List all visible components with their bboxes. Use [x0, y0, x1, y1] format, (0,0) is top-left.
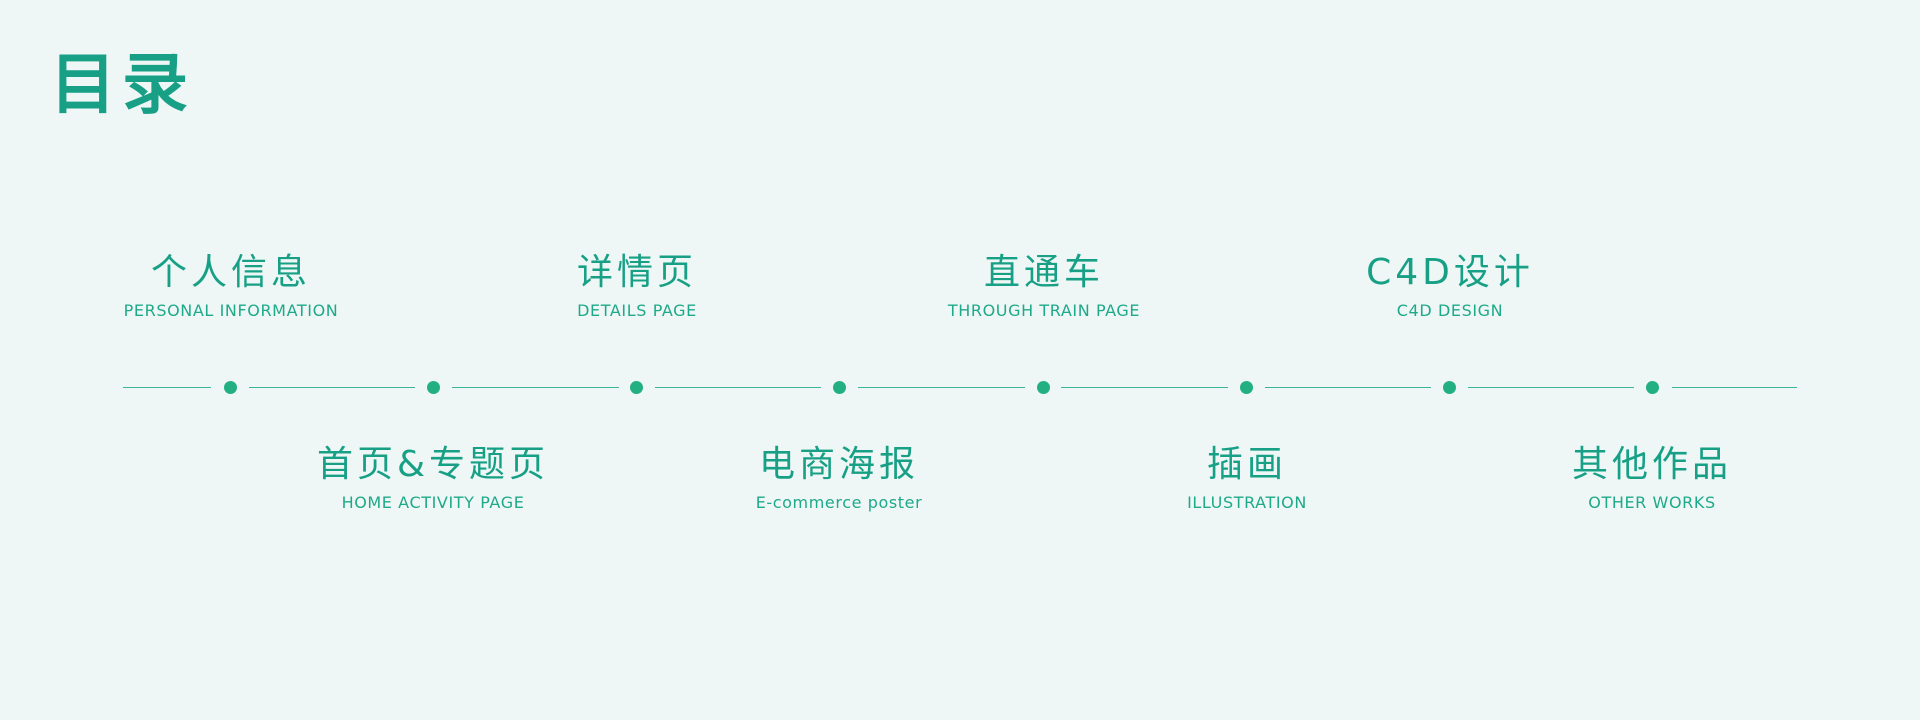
toc-item-subtitle: HOME ACTIVITY PAGE: [341, 493, 525, 513]
toc-item-subtitle: OTHER WORKS: [1588, 493, 1716, 513]
toc-item-subtitle: THROUGH TRAIN PAGE: [947, 301, 1141, 321]
toc-item-illustration[interactable]: 插画 ILLUSTRATION: [1087, 444, 1407, 512]
toc-item-personal-information[interactable]: 个人信息 PERSONAL INFORMATION: [71, 252, 391, 320]
toc-item-title: 其他作品: [1571, 444, 1732, 485]
timeline-segment: [1061, 387, 1228, 388]
toc-item-title: 个人信息: [150, 252, 311, 293]
toc-item-subtitle: PERSONAL INFORMATION: [123, 301, 339, 321]
toc-item-subtitle: C4D DESIGN: [1396, 301, 1504, 321]
toc-item-title: C4D设计: [1366, 252, 1534, 293]
timeline-dot: [1646, 381, 1659, 394]
timeline-dot: [427, 381, 440, 394]
timeline-dot: [833, 381, 846, 394]
timeline-dot: [630, 381, 643, 394]
timeline-segment: [1468, 387, 1634, 388]
toc-item-ecommerce-poster[interactable]: 电商海报 E-commerce poster: [679, 444, 999, 512]
page-title: 目录: [50, 46, 194, 123]
timeline-segment: [452, 387, 619, 388]
toc-item-title: 电商海报: [758, 444, 919, 485]
timeline-dot: [1037, 381, 1050, 394]
toc-item-through-train[interactable]: 直通车 THROUGH TRAIN PAGE: [884, 252, 1204, 320]
toc-item-c4d-design[interactable]: C4D设计 C4D DESIGN: [1290, 252, 1610, 320]
toc-item-other-works[interactable]: 其他作品 OTHER WORKS: [1492, 444, 1812, 512]
timeline-dot: [1443, 381, 1456, 394]
timeline-segment: [1265, 387, 1431, 388]
toc-item-title: 首页&专题页: [316, 444, 550, 485]
timeline-dot: [1240, 381, 1253, 394]
toc-item-details-page[interactable]: 详情页 DETAILS PAGE: [477, 252, 797, 320]
toc-item-home-activity[interactable]: 首页&专题页 HOME ACTIVITY PAGE: [273, 444, 593, 512]
toc-item-title: 直通车: [983, 252, 1104, 293]
timeline-segment: [123, 387, 211, 388]
timeline-segment: [249, 387, 415, 388]
timeline-dot: [224, 381, 237, 394]
timeline-segment: [655, 387, 821, 388]
toc-item-subtitle: E-commerce poster: [755, 493, 923, 513]
toc-item-title: 详情页: [576, 252, 697, 293]
toc-item-title: 插画: [1206, 444, 1287, 485]
timeline-segment: [1672, 387, 1797, 388]
timeline-segment: [858, 387, 1025, 388]
toc-item-subtitle: ILLUSTRATION: [1187, 493, 1307, 513]
toc-item-subtitle: DETAILS PAGE: [577, 301, 697, 321]
